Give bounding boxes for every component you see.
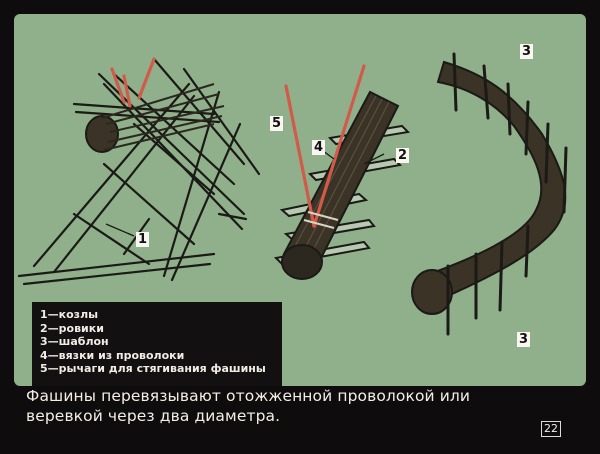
- fascine-illustration: [17, 52, 568, 336]
- label-1: 1: [136, 232, 150, 247]
- trestle-fascine-end: [85, 115, 119, 153]
- legend-item: 2—ровики: [40, 321, 104, 335]
- trestle-drawing: [17, 57, 261, 286]
- curved-fascine-end: [411, 269, 453, 315]
- trestle-levers: [110, 57, 156, 108]
- straight-fascine-ties: [303, 211, 339, 229]
- label-3-top: 3: [520, 44, 534, 59]
- caption: Фашины перевязывают отожженной проволоко…: [26, 386, 546, 426]
- label-5: 5: [270, 116, 284, 131]
- label-3-bottom: 3: [517, 332, 531, 347]
- legend-item: 5—рычаги для стягивания фашины: [40, 362, 266, 375]
- legend-item: 4—вязки из проволоки: [40, 348, 185, 362]
- caption-line-1: Фашины перевязывают отожженной проволоко…: [26, 387, 471, 405]
- caption-line-2: веревкой через два диаметра.: [26, 407, 281, 425]
- trestle-fascine-rods: [101, 83, 225, 151]
- label-4: 4: [312, 140, 326, 155]
- legend-item: 1—козлы: [40, 308, 99, 321]
- legend-box: 1—козлы 2—ровики 3—шаблон 4—вязки из про…: [32, 302, 282, 386]
- template-stakes: [446, 52, 568, 336]
- straight-fascine-end: [281, 244, 323, 280]
- legend-item: 3—шаблон: [40, 335, 109, 348]
- curved-fascine-body: [422, 60, 567, 304]
- label-2: 2: [396, 148, 410, 163]
- straight-fascine-levers: [284, 64, 366, 228]
- page-number: 22: [541, 421, 561, 437]
